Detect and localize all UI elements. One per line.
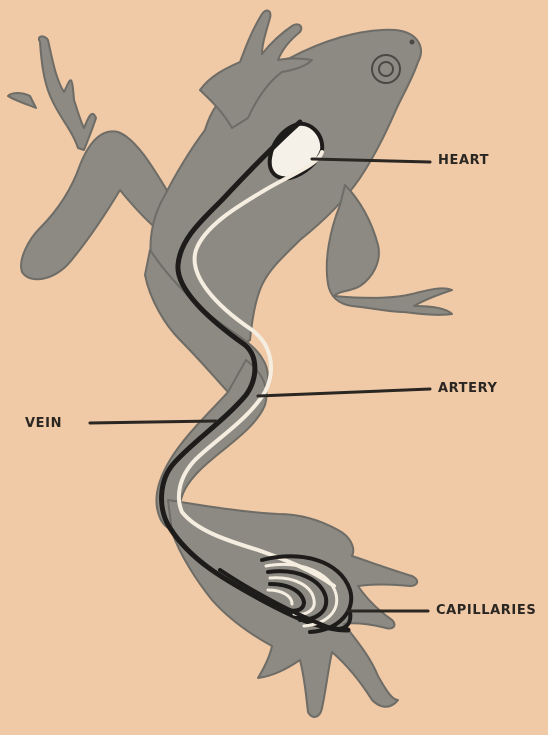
right-front-leg	[327, 185, 452, 315]
capillaries-label: CAPILLARIES	[436, 603, 536, 618]
artery-label: ARTERY	[438, 381, 498, 396]
nostril	[410, 40, 415, 45]
vein-leader-line	[90, 421, 216, 423]
artery-leader-line	[258, 389, 430, 396]
vein-label: VEIN	[25, 416, 62, 431]
heart-label: HEART	[438, 153, 489, 168]
left-hind-foot	[8, 36, 96, 150]
